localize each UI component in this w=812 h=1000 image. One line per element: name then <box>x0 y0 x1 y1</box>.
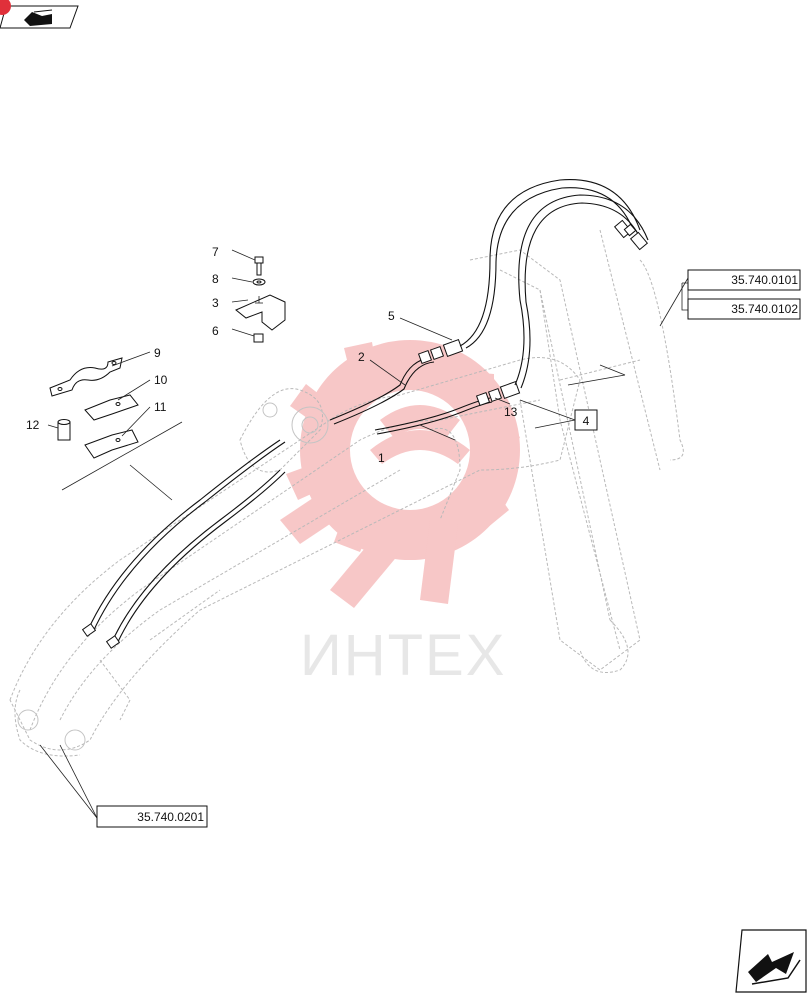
callout-5[interactable]: 5 <box>388 309 395 323</box>
watermark: ИНТЕХ <box>280 339 521 688</box>
callout-4[interactable]: 4 <box>583 414 590 428</box>
bookmark-badge <box>0 0 11 15</box>
hose-fitting-upper <box>417 338 464 365</box>
hose-end-fittings <box>613 219 649 251</box>
next-page-button[interactable] <box>735 929 807 993</box>
reference-box-2[interactable]: 35.740.0102 <box>687 298 801 320</box>
prev-page-button[interactable] <box>0 0 79 29</box>
nut-6 <box>253 333 264 343</box>
next-page-icon <box>748 952 801 985</box>
hose-assembly <box>81 179 649 649</box>
callout-3[interactable]: 3 <box>212 296 219 310</box>
reference-box-3[interactable]: 35.740.0201 <box>96 805 208 828</box>
callout-12[interactable]: 12 <box>26 418 40 432</box>
reference-label-2: 35.740.0102 <box>731 302 798 316</box>
callout-4-box[interactable]: 4 <box>574 409 598 431</box>
reference-label-1: 35.740.0101 <box>731 273 798 287</box>
watermark-text: ИНТЕХ <box>300 623 506 688</box>
callout-2[interactable]: 2 <box>358 350 365 364</box>
callout-7[interactable]: 7 <box>212 245 219 259</box>
bolt-7 <box>254 256 264 276</box>
previous-page-icon <box>24 9 53 26</box>
callout-10[interactable]: 10 <box>154 373 168 387</box>
clamp-11 <box>84 429 139 459</box>
callout-9[interactable]: 9 <box>154 346 161 360</box>
clamp-10 <box>84 394 139 421</box>
callout-6[interactable]: 6 <box>212 324 219 338</box>
hose-fitting-lower <box>475 380 521 407</box>
leader-lines <box>39 249 689 819</box>
washer-8 <box>252 278 266 286</box>
clamps <box>49 357 139 459</box>
watermark-gear-icon <box>280 339 521 608</box>
spacer-12 <box>57 419 71 441</box>
bracket-3 <box>235 294 286 331</box>
callout-11[interactable]: 11 <box>154 400 167 414</box>
reference-label-3: 35.740.0201 <box>137 810 204 824</box>
bracket-kit <box>235 256 286 343</box>
callout-8[interactable]: 8 <box>212 272 219 286</box>
callout-1[interactable]: 1 <box>378 451 385 465</box>
callouts: 1 2 3 4 5 6 7 8 9 10 11 12 13 <box>26 245 598 465</box>
clamp-9 <box>49 357 123 397</box>
callout-13[interactable]: 13 <box>504 405 518 419</box>
reference-box-1[interactable]: 35.740.0101 <box>687 269 801 291</box>
